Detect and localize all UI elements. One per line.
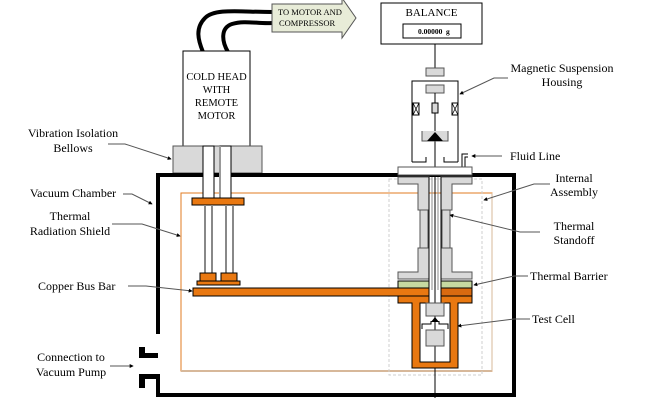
vibration-bellows [172,145,263,174]
label-thermal-standoff: Thermal Standoff [449,213,595,247]
label-vacuum-pump: Connection to Vacuum Pump [36,350,134,379]
copper-bus-bar [192,287,430,297]
label-vibration-bellows: Vibration Isolation Bellows [28,126,172,160]
balance-unit: g [446,27,450,36]
test-cell-label: Test Cell [532,312,575,326]
thermal-barrier-label: Thermal Barrier [530,269,608,283]
vacuum-chamber [139,173,516,397]
vacuum-pump-port [139,347,159,388]
label-internal-assembly: Internal Assembly [483,171,598,201]
vibration-bellows-line1: Vibration Isolation [28,126,118,140]
vacuum-chamber-label: Vacuum Chamber [30,186,116,200]
cold-head-shafts [191,145,245,286]
label-magnetic-suspension: Magnetic Suspension Housing [459,61,614,95]
vacuum-pump-line2: Vacuum Pump [36,365,106,379]
arrow-label-line1: TO MOTOR AND [278,7,342,17]
internal-assembly-line2: Assembly [550,185,598,199]
balance: BALANCE 0.00000 g [380,2,483,68]
compressor-cables [196,9,273,54]
motor-compressor-arrow: TO MOTOR AND COMPRESSOR [271,0,357,40]
magnetic-suspension-line2: Housing [542,75,583,89]
balance-label: BALANCE [406,7,458,19]
label-fluid-line: Fluid Line [471,149,560,163]
label-thermal-barrier: Thermal Barrier [473,269,608,287]
test-cell [397,295,473,369]
thermal-standoff-line1: Thermal [554,219,595,233]
radiation-shield-line1: Thermal [50,209,91,223]
cold-head-line2: WITH [203,85,231,96]
label-radiation-shield: Thermal Radiation Shield [30,209,181,238]
magnetic-suspension-housing [397,67,473,398]
label-test-cell: Test Cell [457,312,575,328]
cold-head-line1: COLD HEAD [186,72,247,83]
arrow-label-line2: COMPRESSOR [279,18,336,28]
fluid-line-label: Fluid Line [510,149,560,163]
label-vacuum-chamber: Vacuum Chamber [30,186,153,205]
magnet-coil-right [451,102,459,116]
vacuum-pump-line1: Connection to [37,350,105,364]
thermal-standoff-line2: Standoff [553,233,594,247]
magnetic-suspension-line1: Magnetic Suspension [511,61,614,75]
radiation-shield-line2: Radiation Shield [30,224,110,238]
copper-bus-bar-label: Copper Bus Bar [38,279,115,293]
balance-reading: 0.00000 [418,27,443,36]
thermal-standoff [397,176,473,290]
cold-head-line3: REMOTE [195,98,238,109]
magnet-coil-left [412,102,420,116]
cold-head-line4: MOTOR [198,111,236,122]
vibration-bellows-line2: Bellows [53,141,93,155]
label-copper-bus-bar: Copper Bus Bar [38,279,193,293]
internal-assembly-line1: Internal [555,171,593,185]
cold-head: COLD HEAD WITH REMOTE MOTOR [182,50,251,147]
